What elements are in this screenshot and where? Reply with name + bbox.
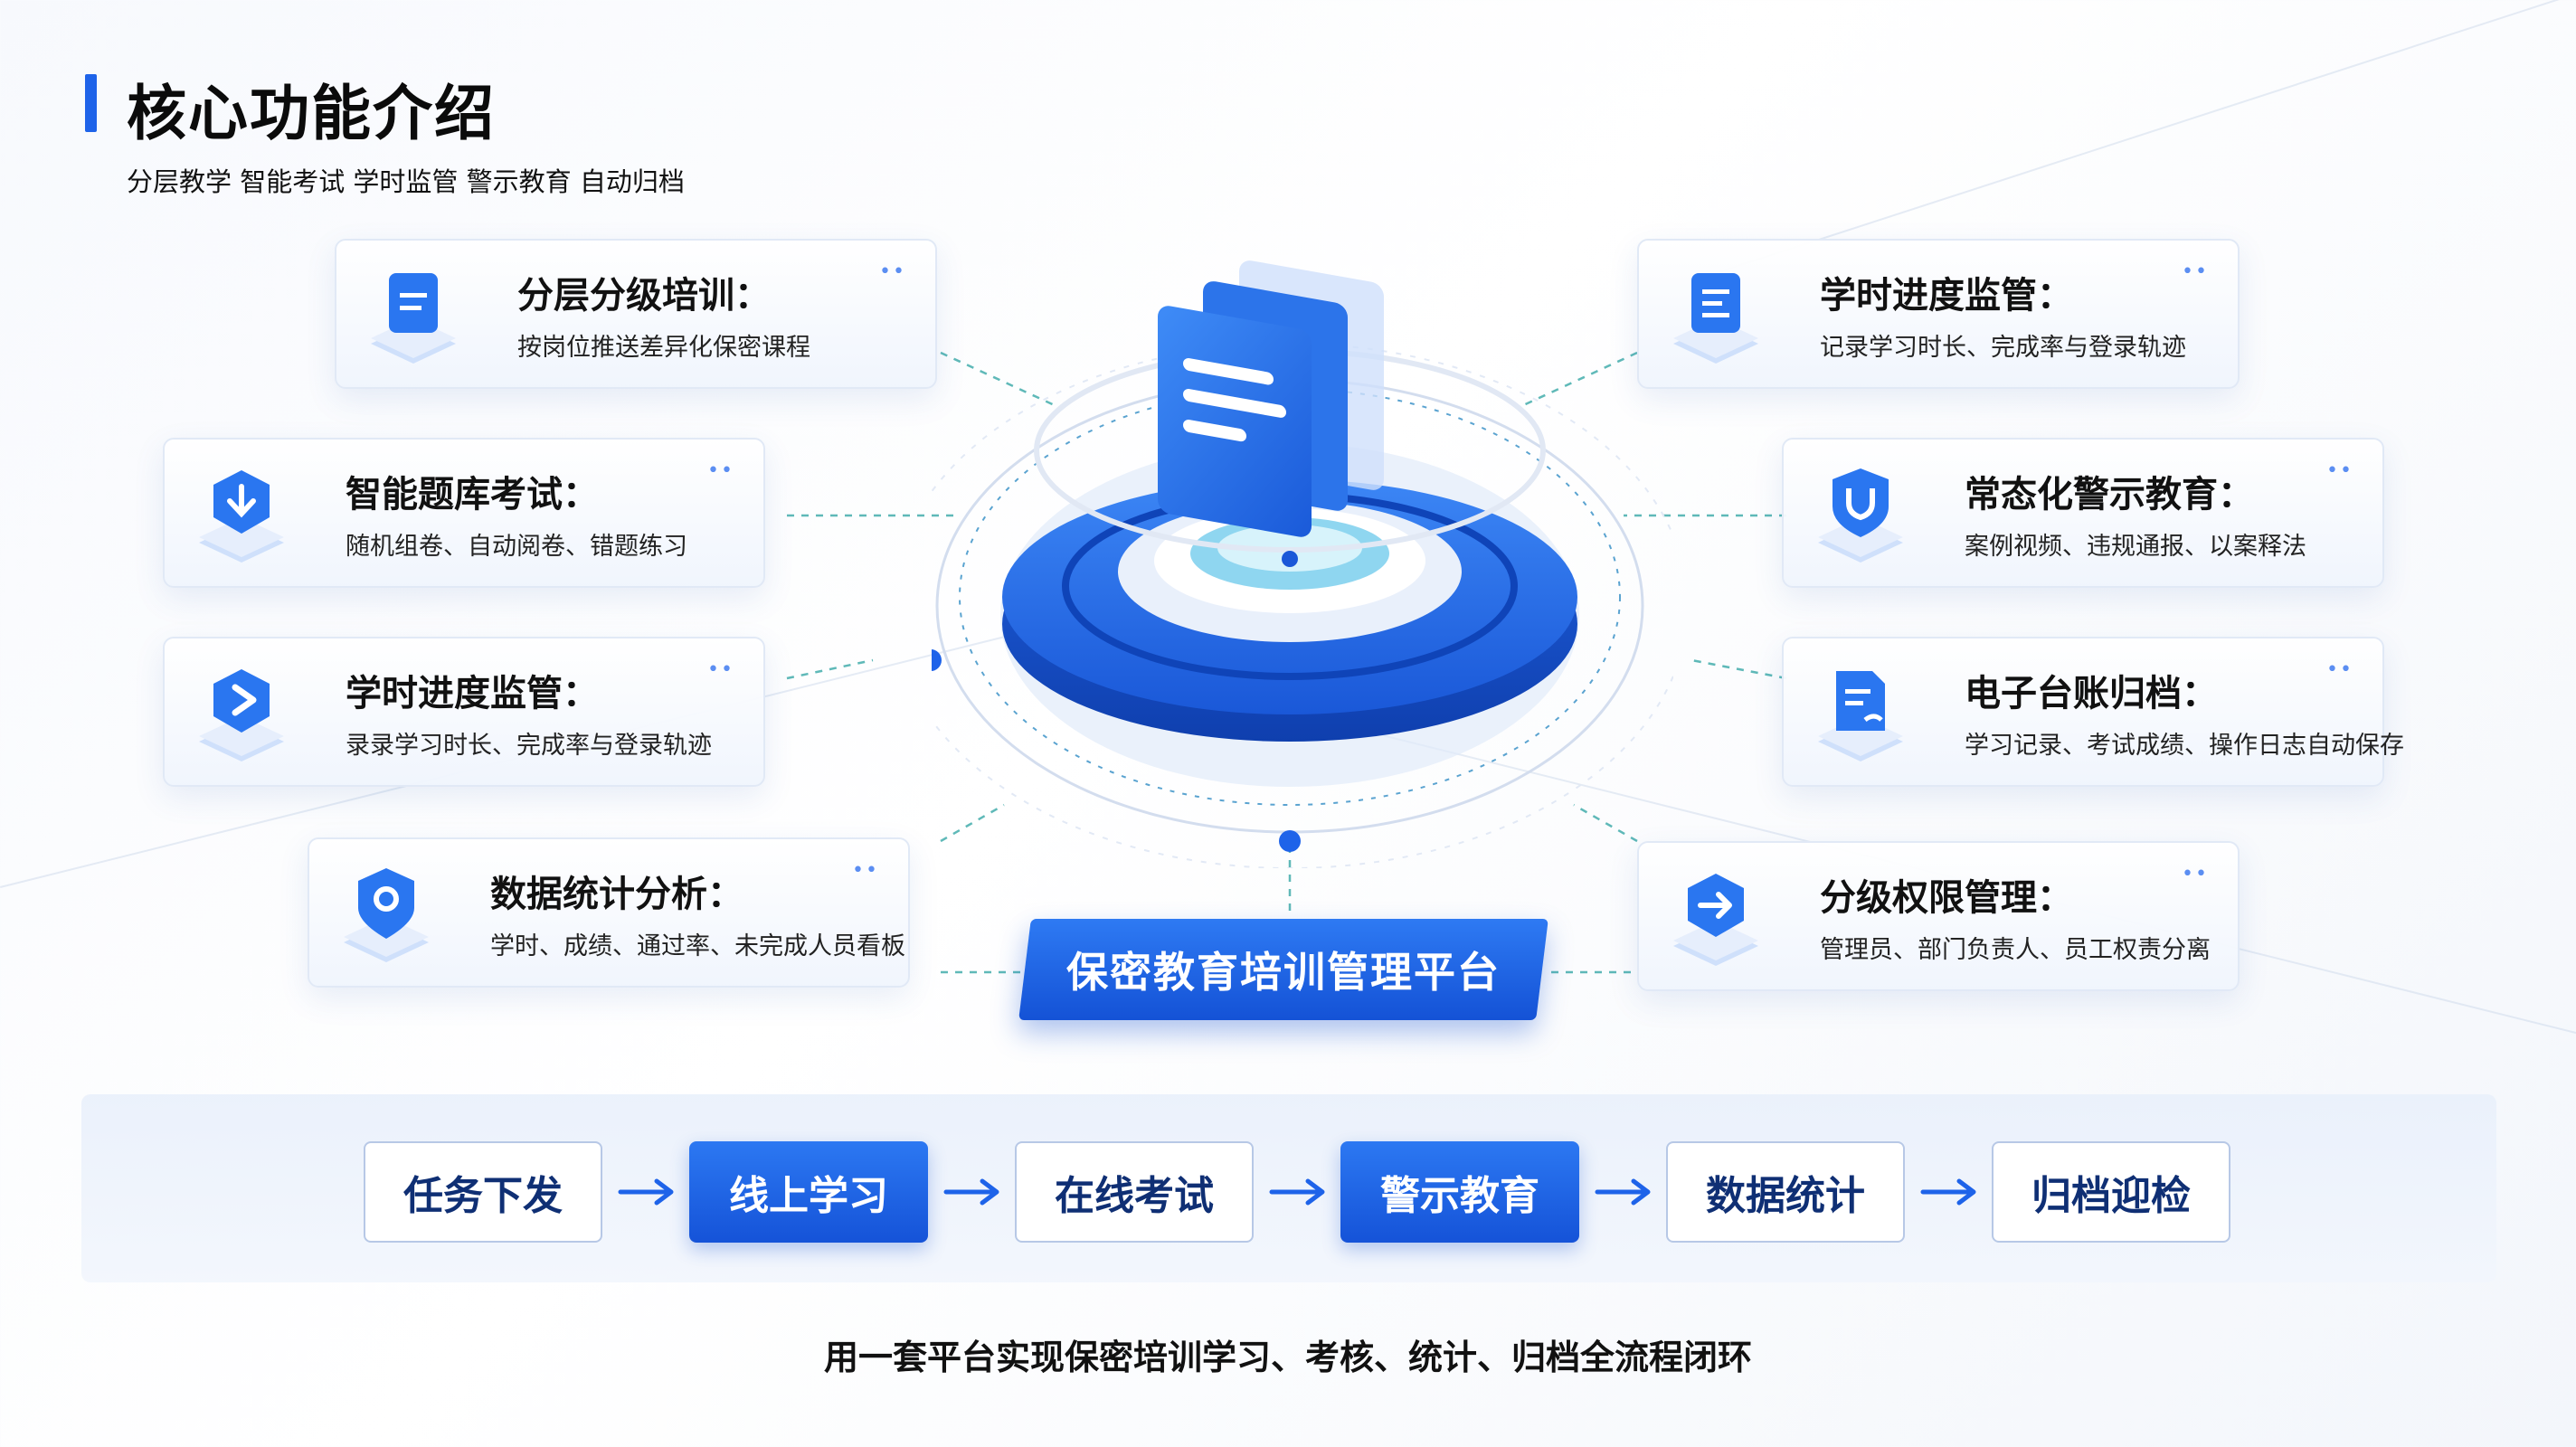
page-title: 核心功能介绍 (127, 79, 496, 148)
arrow-right-icon (1673, 874, 1758, 966)
card-description: 记录学习时长、完成率与登录轨迹 (1820, 334, 2186, 362)
card-title: 学时进度监管： (1820, 275, 2073, 317)
arrow-right-icon (943, 1178, 999, 1206)
document-icon (371, 273, 456, 364)
title-accent-bar (85, 74, 97, 132)
card-title: 分层分级培训： (517, 275, 771, 317)
feature-card[interactable]: 分层分级培训： 按岗位推送差异化保密课程 •• (335, 239, 937, 389)
flow-step-task-dispatch[interactable]: 任务下发 (364, 1141, 602, 1243)
more-dots-icon: •• (2182, 863, 2209, 885)
arrow-right-icon (1269, 1178, 1325, 1206)
flow-step-data-statistics[interactable]: 数据统计 (1666, 1141, 1905, 1243)
feature-card[interactable]: 常态化警示教育： 案例视频、违规通报、以案释法 •• (1782, 438, 2384, 588)
card-title: 电子台账归档： (1965, 673, 2218, 714)
card-description: 案例视频、违规通报、以案释法 (1965, 533, 2306, 561)
arrow-right-icon (1920, 1178, 1976, 1206)
feature-card[interactable]: 学时进度监管： 记录学习时长、完成率与登录轨迹 •• (1637, 239, 2240, 389)
more-dots-icon: •• (707, 459, 734, 482)
flow-step-online-learning[interactable]: 线上学习 (689, 1141, 928, 1243)
feature-card[interactable]: 数据统计分析： 学时、成绩、通过率、未完成人员看板 •• (308, 837, 910, 988)
card-title: 分级权限管理： (1820, 877, 2073, 919)
flow-step-online-exam[interactable]: 在线考试 (1015, 1141, 1254, 1243)
more-dots-icon: •• (852, 859, 879, 882)
card-description: 管理员、部门负责人、员工权责分离 (1820, 936, 2211, 964)
more-dots-icon: •• (879, 260, 906, 283)
play-icon (199, 669, 284, 761)
more-dots-icon: •• (2182, 260, 2209, 283)
card-description: 随机组卷、自动阅卷、错题练习 (346, 533, 687, 561)
card-description: 录录学习时长、完成率与登录轨迹 (346, 732, 712, 760)
location-pin-icon (344, 868, 429, 962)
card-title: 数据统计分析： (490, 874, 743, 915)
more-dots-icon: •• (2326, 658, 2353, 681)
shield-icon (1818, 468, 1903, 563)
card-title: 学时进度监管： (346, 673, 599, 714)
flow-step-archive-inspection[interactable]: 归档迎检 (1992, 1141, 2230, 1243)
page-subtitle: 分层教学 智能考试 学时监管 警示教育 自动归档 (127, 166, 685, 197)
checklist-icon (1673, 273, 1758, 364)
more-dots-icon: •• (707, 658, 734, 681)
card-description: 按岗位推送差异化保密课程 (517, 334, 810, 362)
flow-step-warning-education[interactable]: 警示教育 (1340, 1141, 1579, 1243)
card-description: 学时、成绩、通过率、未完成人员看板 (490, 932, 905, 960)
download-icon (199, 470, 284, 563)
feature-card[interactable]: 电子台账归档： 学习记录、考试成绩、操作日志自动保存 •• (1782, 637, 2404, 787)
card-description: 学习记录、考试成绩、操作日志自动保存 (1965, 732, 2404, 760)
footer-summary: 用一套平台实现保密培训学习、考核、统计、归档全流程闭环 (823, 1338, 1752, 1377)
platform-hub-illustration (932, 260, 1673, 868)
arrow-right-icon (1595, 1178, 1651, 1206)
more-dots-icon: •• (2326, 459, 2353, 482)
card-title: 常态化警示教育： (1965, 474, 2254, 515)
feature-card[interactable]: 学时进度监管： 录录学习时长、完成率与登录轨迹 •• (163, 637, 765, 787)
arrow-right-icon (618, 1178, 674, 1206)
feature-card[interactable]: 智能题库考试： 随机组卷、自动阅卷、错题练习 •• (163, 438, 765, 588)
feature-card[interactable]: 分级权限管理： 管理员、部门负责人、员工权责分离 •• (1637, 841, 2240, 991)
file-edit-icon (1818, 671, 1903, 761)
platform-label: 保密教育培训管理平台 (1066, 948, 1501, 997)
card-title: 智能题库考试： (346, 474, 599, 515)
